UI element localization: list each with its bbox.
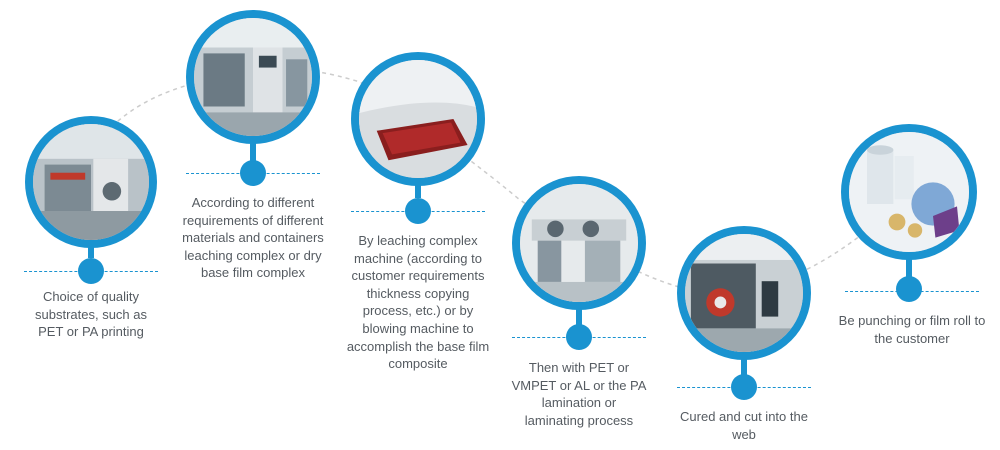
step-6-circle <box>841 124 977 260</box>
step-1-stem <box>88 246 94 258</box>
step-4-stem <box>576 308 582 326</box>
step-2-circle <box>186 10 320 144</box>
laminating-machine-photo <box>194 18 312 136</box>
step-5-stem <box>741 358 747 376</box>
step-1-circle <box>25 116 157 248</box>
step-3-circle <box>351 52 485 186</box>
slitting-machine-photo <box>685 234 803 352</box>
lamination-line-photo <box>520 184 638 302</box>
step-5-circle <box>677 226 811 360</box>
step-1-divider <box>24 271 158 272</box>
step-3-stem <box>415 184 421 198</box>
film-tray-photo <box>359 60 477 178</box>
step-5-description: Cured and cut into the web <box>680 409 808 442</box>
step-2-description: According to different requirements of d… <box>182 195 324 281</box>
step-4-description: Then with PET or VMPET or AL or the PA l… <box>511 360 647 428</box>
step-6-divider <box>845 291 979 292</box>
step-6-stem <box>906 258 912 278</box>
step-2-divider <box>186 173 320 174</box>
step-3-divider <box>351 211 485 212</box>
step-3-description: By leaching complex machine (according t… <box>346 233 490 372</box>
step-6-knob <box>896 276 922 302</box>
printing-press-photo <box>33 124 149 240</box>
step-1-description: Choice of quality substrates, such as PE… <box>35 289 147 340</box>
step-2-stem <box>250 142 256 162</box>
step-4-divider <box>512 337 646 338</box>
step-5-divider <box>677 387 811 388</box>
step-4-circle <box>512 176 646 310</box>
film-rolls-photo <box>849 132 969 252</box>
step-6-description: Be punching or film roll to the customer <box>838 313 986 346</box>
